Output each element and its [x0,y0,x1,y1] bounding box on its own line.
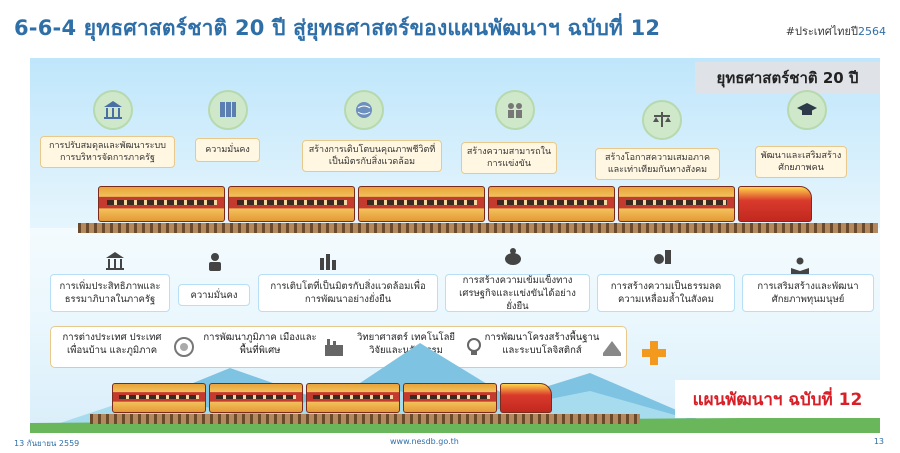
train-car [112,383,206,413]
plan-label: แผนพัฒนาฯ ฉบับที่ 12 [675,380,880,418]
top-goal-3: สร้างการเติบโตบนคุณภาพชีวิตที่เป็นมิตรกั… [302,140,442,172]
train-car [228,186,355,222]
hashtag-prefix: #ประเทศไทยปี [785,25,858,38]
plan-strategy-5: การสร้างความเป็นธรรมลดความเหลื่อมล้ำในสั… [597,274,735,312]
footer-url[interactable]: www.nesdb.go.th [390,437,459,446]
government-pillar-icon [102,248,128,274]
train-car [403,383,497,413]
plan-strategy-1: การเพิ่มประสิทธิภาพและธรรมาภิบาลในภาครัฐ [50,274,170,312]
lightbulb-icon [461,334,487,360]
locomotive [738,186,812,222]
hashtag: #ประเทศไทยปี2564 [786,22,886,40]
top-goal-5: สร้างโอกาสความเสมอภาคและเท่าเทียมกันทางส… [595,148,720,180]
train-car [618,186,735,222]
plan-row2-item-1: การต่างประเทศ ประเทศเพื่อนบ้าน และภูมิภา… [62,332,162,356]
graduation-cap-icon [787,90,827,130]
top-goal-2: ความมั่นคง [195,138,260,162]
soldier-icon [202,248,228,274]
globe-environment-icon [344,90,384,130]
plan-strategy-2: ความมั่นคง [178,284,250,306]
piggy-bank-icon [500,244,526,270]
hashtag-year: 2564 [858,25,886,38]
factory-icon [321,334,347,360]
plan-row2-item-2: การพัฒนาภูมิภาค เมืองและพื้นที่พิเศษ [203,332,317,356]
train-car [306,383,400,413]
green-city-icon [315,248,341,274]
top-track [78,223,878,233]
plan-row2-item-3: วิทยาศาสตร์ เทคโนโลยีวิจัยและนวัตกรรม [357,332,455,356]
locomotive [500,383,552,413]
top-goal-6: พัฒนาและเสริมสร้างศักยภาพคน [755,146,847,178]
bottom-train [112,383,552,413]
inequality-icon [650,244,676,270]
asean-emblem-icon [171,334,197,360]
train-car [488,186,615,222]
plan-row2: การต่างประเทศ ประเทศเพื่อนบ้าน และภูมิภา… [50,326,627,368]
footer-date: 13 กันยายน 2559 [14,439,80,448]
national-strategy-label: ยุทธศาสตร์ชาติ 20 ปี [695,62,880,94]
page-title: 6-6-4 ยุทธศาสตร์ชาติ 20 ปี สู่ยุทธศาสตร์… [14,16,661,40]
top-goal-1: การปรับสมดุลและพัฒนาระบบการบริหารจัดการภ… [40,136,175,168]
train-car [358,186,485,222]
strategy-scene: ยุทธศาสตร์ชาติ 20 ปี การปรับสมดุลและพัฒน… [30,58,880,433]
security-documents-icon [208,90,248,130]
plus-icon [642,341,666,365]
top-goal-4: สร้างความสามารถในการแข่งขัน [461,142,557,174]
competition-people-icon [495,90,535,130]
justice-scale-icon [642,100,682,140]
infrastructure-icon [599,334,625,360]
bottom-track [90,414,640,424]
plan-strategy-3: การเติบโตที่เป็นมิตรกับสิ่งแวดล้อมเพื่อก… [258,274,438,312]
footer-page-number: 13 [873,437,884,446]
government-building-icon [93,90,133,130]
plan-strategy-4: การสร้างความเข้มแข็งทางเศรษฐกิจและแข่งขั… [445,274,590,312]
top-train [98,186,812,222]
plan-row2-item-4: การพัฒนาโครงสร้างพื้นฐานและระบบโลจิสติกส… [484,332,600,356]
train-car [98,186,225,222]
plan-strategy-6: การเสริมสร้างและพัฒนาศักยภาพทุนมนุษย์ [742,274,874,312]
train-car [209,383,303,413]
